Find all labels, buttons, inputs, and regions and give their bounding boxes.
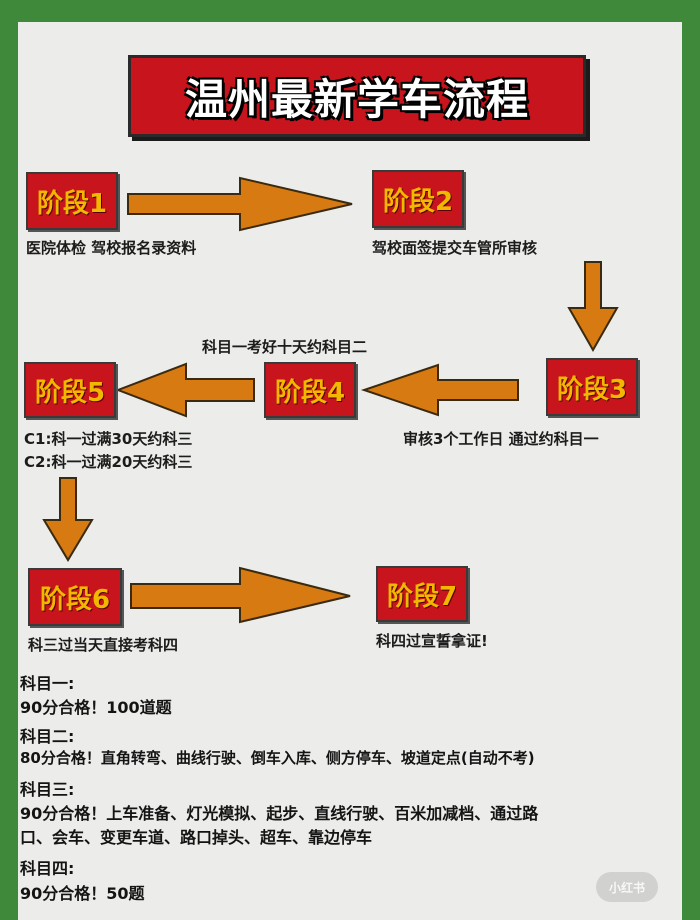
stage-5-caption-c2: C2:科一过满20天约科三 bbox=[24, 453, 193, 471]
subject-1-heading: 科目一: bbox=[20, 674, 75, 693]
subject-3-detail-line1: 90分合格！上车准备、灯光模拟、起步、直线行驶、百米加减档、通过路 bbox=[20, 804, 539, 823]
page-title: 温州最新学车流程 bbox=[184, 74, 529, 124]
subject-3-detail-line2: 口、会车、变更车道、路口掉头、超车、靠边停车 bbox=[20, 828, 373, 847]
arrow-right-1-2 bbox=[127, 176, 353, 232]
watermark: 小红书 bbox=[596, 872, 658, 902]
arrow-left-4-5 bbox=[115, 362, 255, 418]
subject-2-detail: 80分合格！直角转弯、曲线行驶、倒车入库、侧方停车、坡道定点(自动不考) bbox=[20, 749, 535, 767]
stage-1-label: 阶段1 bbox=[36, 188, 108, 219]
stage-2-caption: 驾校面签提交车管所审核 bbox=[372, 239, 538, 257]
stage-3-label: 阶段3 bbox=[556, 374, 628, 405]
stage-7-caption: 科四过宣誓拿证! bbox=[376, 632, 488, 650]
stage-3-caption: 审核3个工作日 通过约科目一 bbox=[403, 430, 599, 448]
subject-2-heading: 科目二: bbox=[20, 727, 75, 746]
stage-3-box: 阶段3 bbox=[546, 358, 638, 416]
stage-5-label: 阶段5 bbox=[34, 377, 106, 408]
stage-5-box: 阶段5 bbox=[24, 362, 116, 418]
subject-3-heading: 科目三: bbox=[20, 780, 75, 799]
stage-6-caption: 科三过当天直接考科四 bbox=[28, 636, 179, 654]
subject-4-heading: 科目四: bbox=[20, 859, 75, 878]
arrow-down-2-3 bbox=[567, 261, 619, 353]
arrow-down-5-6 bbox=[42, 477, 94, 562]
arrow-right-6-7 bbox=[130, 566, 351, 624]
poster-frame bbox=[18, 22, 682, 920]
stage-4-label: 阶段4 bbox=[274, 377, 346, 408]
stage-1-box: 阶段1 bbox=[26, 172, 118, 230]
subject-1-detail: 90分合格！100道题 bbox=[20, 698, 172, 717]
arrow-left-3-4 bbox=[360, 363, 519, 417]
stage-4-top-caption: 科目一考好十天约科目二 bbox=[202, 338, 368, 356]
subject-4-detail: 90分合格！50题 bbox=[20, 884, 145, 903]
stage-4-box: 阶段4 bbox=[264, 362, 356, 418]
stage-2-box: 阶段2 bbox=[372, 170, 464, 228]
stage-7-label: 阶段7 bbox=[386, 581, 458, 612]
stage-6-box: 阶段6 bbox=[28, 568, 122, 626]
title-banner: 温州最新学车流程 bbox=[128, 55, 586, 137]
stage-5-caption-c1: C1:科一过满30天约科三 bbox=[24, 430, 193, 448]
stage-6-label: 阶段6 bbox=[39, 584, 111, 615]
stage-7-box: 阶段7 bbox=[376, 566, 468, 622]
stage-1-caption: 医院体检 驾校报名录资料 bbox=[26, 239, 197, 257]
stage-2-label: 阶段2 bbox=[382, 186, 454, 217]
